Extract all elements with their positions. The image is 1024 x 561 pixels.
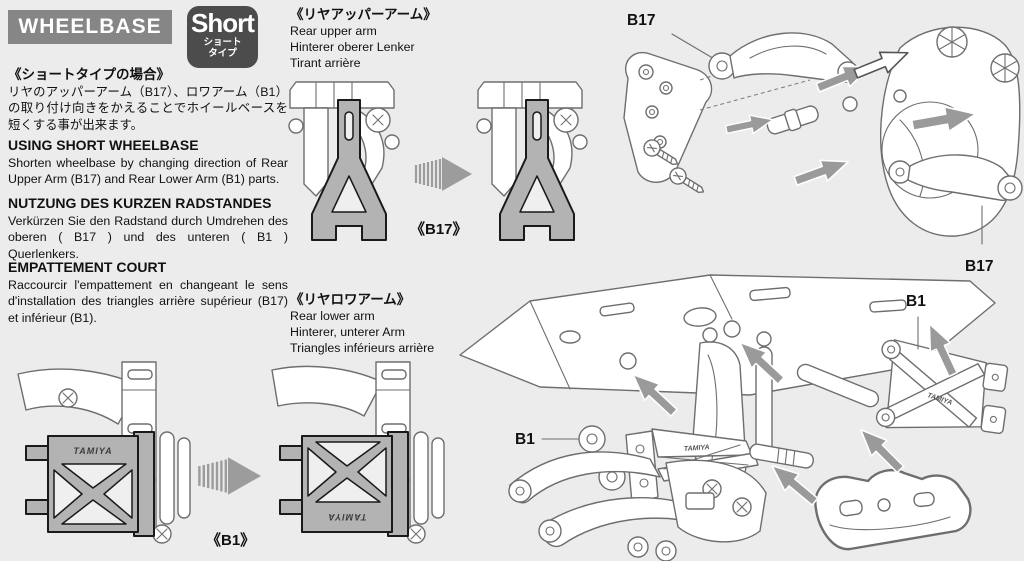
section-french: EMPATTEMENT COURT Raccourcir l'empatteme… [8, 259, 288, 326]
assembly-arrow-icon [859, 428, 905, 474]
lower-arm-title-fr: Triangles inférieurs arrière [290, 340, 435, 355]
bumper-part-art [814, 469, 972, 551]
upper-arm-title-en: Rear upper arm [290, 24, 377, 38]
lower-arm-after-diagram: TAMIYA [271, 361, 445, 544]
wheelbase-header: WHEELBASE [8, 10, 172, 44]
badge-subtitle-1: ショート [203, 37, 242, 48]
section-english-title: USING SHORT WHEELBASE [8, 137, 199, 153]
section-english: USING SHORT WHEELBASE Shorten wheelbase … [8, 137, 288, 188]
screw-icon [669, 167, 705, 194]
lower-arm-part-art: TAMIYA [796, 339, 1009, 434]
section-french-body: Raccourcir l'empattement en changeant le… [8, 278, 288, 325]
assembly-arrow-icon [771, 464, 819, 506]
part-label-b1-top: B1 [906, 293, 926, 310]
badge-label: Short [191, 8, 255, 38]
upper-arm-part-art [888, 154, 1023, 245]
assembly-arrow-icon [632, 373, 678, 417]
leader-line [671, 33, 717, 61]
molded-logo-text: TAMIYA [73, 446, 112, 456]
section-japanese-body: リヤのアッパーアーム（B17）、ロワアーム（B1）の取り付け向きをかえることでホ… [8, 85, 288, 132]
lower-arm-before-diagram: TAMIYA [17, 361, 191, 544]
upper-arm-before-diagram [288, 81, 400, 241]
upper-arm-exploded-diagram [623, 26, 1023, 245]
direction-arrow-icon [414, 157, 472, 191]
molded-logo-text: TAMIYA [684, 444, 710, 453]
section-german-body: Verkürzen Sie den Radstand durch Umdrehe… [8, 214, 288, 261]
upper-arm-title-de: Hinterer oberer Lenker [290, 39, 415, 54]
molded-logo-text: TAMIYA [327, 512, 366, 522]
lower-arm-title-jp: 《リヤロワアーム》 [290, 292, 411, 307]
section-japanese-title: 《ショートタイプの場合》 [8, 67, 170, 82]
section-english-body: Shorten wheelbase by changing direction … [8, 156, 288, 187]
assembly-arrow-icon [853, 51, 909, 79]
lower-arm-caption: 《B1》 [206, 532, 256, 549]
lower-arm-label-block: 《リヤロワアーム》 Rear lower arm Hinterer, unter… [290, 291, 500, 356]
part-label-b17-bottom: B17 [965, 258, 994, 275]
assembly-arrow-icon [724, 114, 774, 135]
upper-arm-after-diagram [476, 81, 588, 241]
assembly-arrow-icon [910, 105, 977, 133]
section-german-title: NUTZUNG DES KURZEN RADSTANDES [8, 195, 272, 211]
screw-icon [643, 139, 679, 166]
upper-arm-part-art [708, 32, 859, 83]
suspension-arms-art [508, 451, 767, 561]
part-label-b1-bottom: B1 [515, 431, 535, 448]
upper-arm-title-jp: 《リヤアッパーアーム》 [290, 7, 437, 22]
direction-arrow-icon [198, 457, 261, 495]
section-german: NUTZUNG DES KURZEN RADSTANDES Verkürzen … [8, 195, 288, 262]
lower-arm-exploded-diagram: TAMIYA TAMIYA [459, 274, 1009, 561]
upper-arm-title-fr: Tirant arrière [290, 55, 361, 70]
lower-arm-title-en: Rear lower arm [290, 309, 375, 323]
hinge-pin-art [766, 105, 819, 135]
lower-arm-before-after-diagram: TAMIYA TAMIYA [17, 361, 445, 544]
section-french-title: EMPATTEMENT COURT [8, 259, 167, 275]
badge-subtitle-2: タイプ [208, 47, 237, 59]
short-type-badge: Short ショート タイプ [187, 6, 258, 68]
assembly-arrow-icon [739, 341, 785, 385]
upper-arm-caption: 《B17》 [410, 221, 468, 238]
part-label-b17-top: B17 [627, 12, 656, 29]
lower-arm-title-de: Hinterer, unterer Arm [290, 324, 405, 339]
gearbox-art [842, 26, 1021, 237]
upper-arm-label-block: 《リヤアッパーアーム》 Rear upper arm Hinterer ober… [290, 6, 490, 71]
section-japanese: 《ショートタイプの場合》 リヤのアッパーアーム（B17）、ロワアーム（B1）の取… [8, 66, 288, 133]
assembly-arrow-icon [793, 159, 849, 186]
assembly-arrow-icon [928, 323, 958, 378]
upper-arm-before-after-diagram [288, 81, 588, 241]
